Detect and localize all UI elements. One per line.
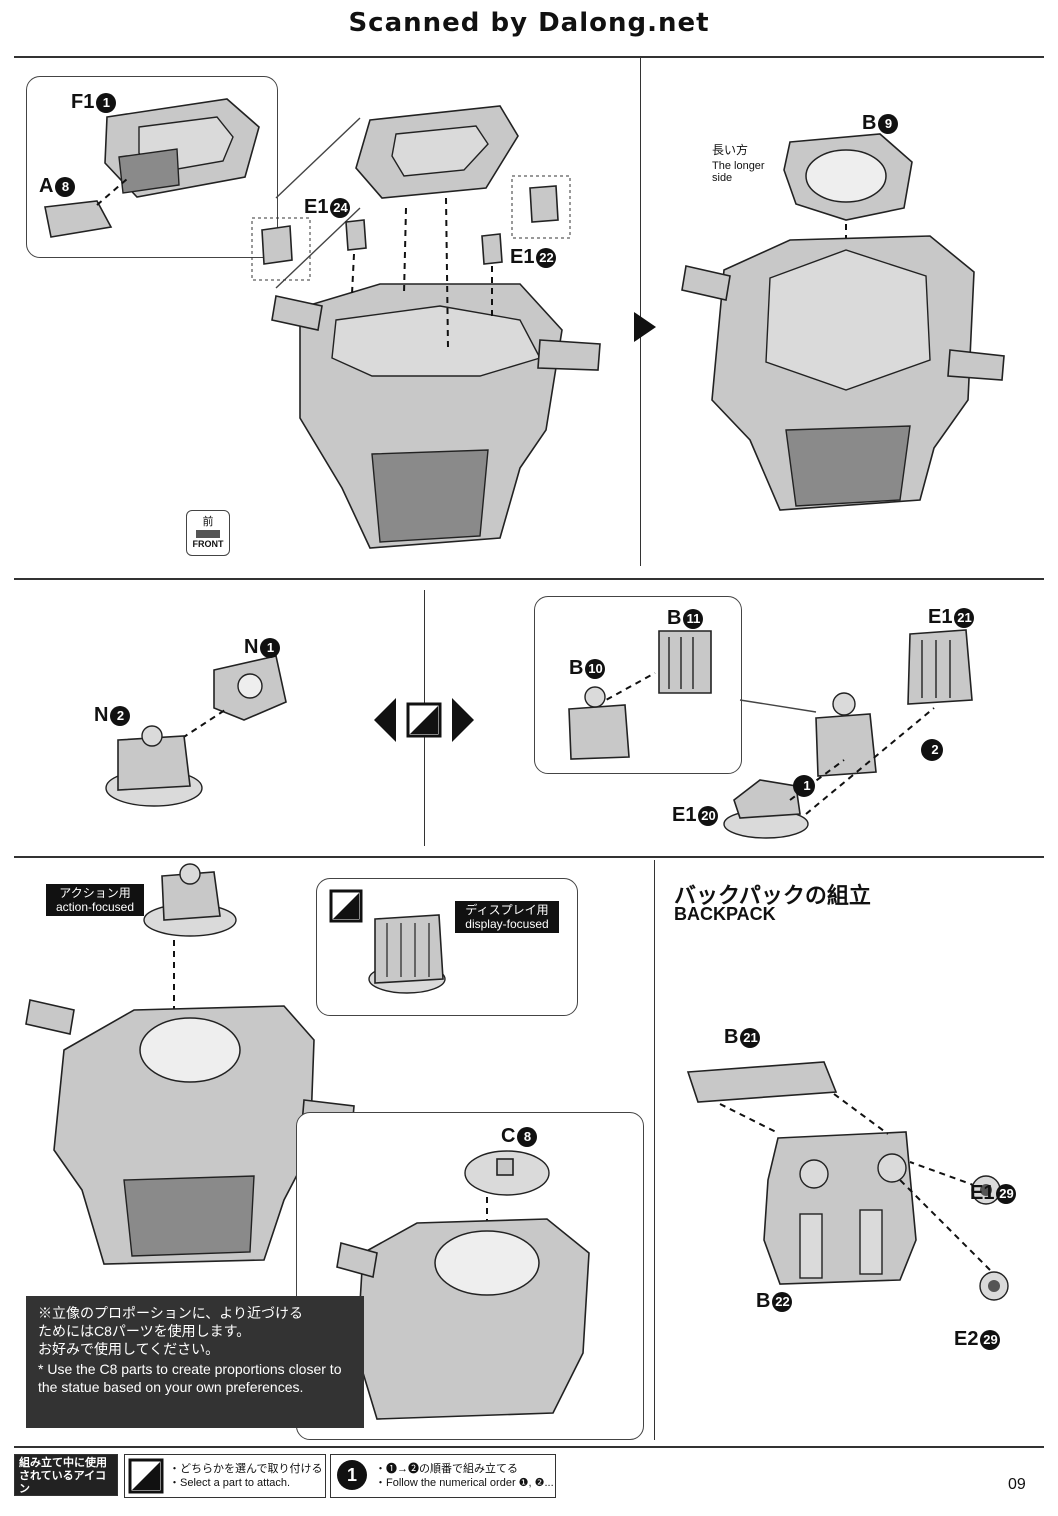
longer-side-en: The longer side [712,160,765,184]
legend-order: 1 ・❶→❷の順番で組み立てる ・Follow the numerical or… [330,1454,556,1498]
step4-head-illustration [25,863,481,1265]
divider-step1-2 [640,58,641,566]
step3-n-parts-illustration [105,655,287,807]
c8-usage-note: ※立像のプロポーションに、より近づける ためにはC8パーツを使用します。 お好み… [26,1296,364,1428]
page-number: 09 [1008,1476,1026,1493]
step1-head-illustration [251,105,601,549]
next-step-arrow-icon [634,312,656,342]
legend-title: 組み立て中に使用されているアイコン Symbols used in instru… [14,1454,118,1515]
f1-part-illustration [44,98,260,238]
backpack-title-en: BACKPACK [674,904,776,924]
select-legend-icon [128,1458,164,1494]
e1-20-21-illustration [723,629,973,839]
divider-step4-backpack [654,860,655,1440]
backpack-title-jp: バックパックの組立 [674,883,871,908]
c8-illustration [336,1150,590,1420]
rule-row1 [14,578,1044,580]
order-2-badge: 2 [931,742,939,757]
scan-credit: Scanned by Dalong.net [348,8,710,38]
front-direction-icon: 前 FRONT [186,510,230,556]
rule-footer [14,1446,1044,1448]
longer-side-jp: 長い方 [712,143,749,157]
rule-row2 [14,856,1044,858]
order-1-badge: 1 [803,778,811,793]
select-choice-icon [374,698,474,742]
legend-select: ・どちらかを選んで取り付ける ・Select a part to attach. [124,1454,326,1498]
b10-b11-illustration [568,630,712,760]
top-rule [14,56,1044,58]
backpack-illustration [686,1061,1009,1301]
step2-head-illustration [681,133,1005,511]
display-focused-illustration [329,889,446,994]
order-legend-icon: 1 [337,1460,367,1490]
